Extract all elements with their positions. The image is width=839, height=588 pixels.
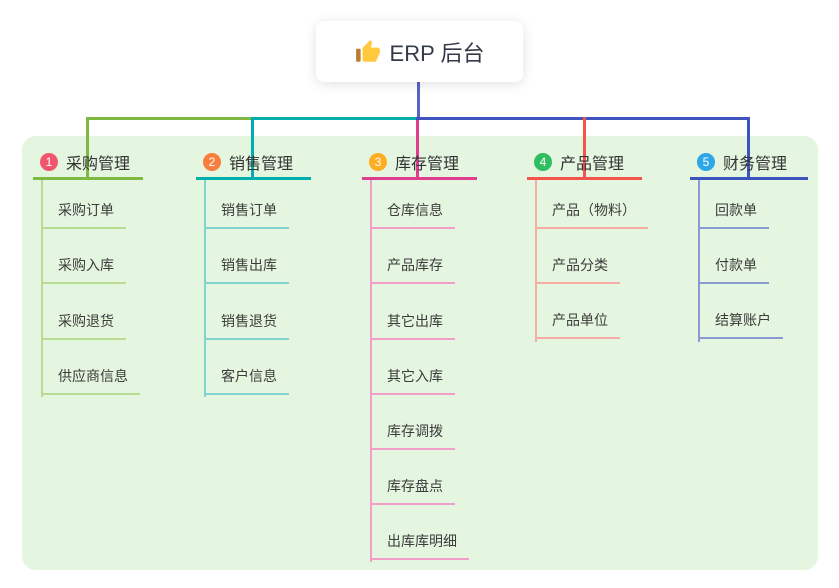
child-node[interactable]: 销售出库 xyxy=(204,256,289,284)
branch-badge: 5 xyxy=(697,153,715,171)
child-node[interactable]: 采购退货 xyxy=(41,312,126,340)
child-node[interactable]: 结算账户 xyxy=(698,311,783,339)
branch-inventory-management: 3 库存管理 仓库信息 产品库存 其它出库 其它入库 库存调拨 库存盘点 出库库… xyxy=(362,148,477,562)
branch-underline xyxy=(690,177,808,180)
child-node[interactable]: 库存调拨 xyxy=(370,422,455,450)
connector-bus-green xyxy=(86,117,253,120)
branch-child-connector xyxy=(370,180,372,562)
child-node[interactable]: 出库库明细 xyxy=(370,532,469,560)
branch-badge: 2 xyxy=(203,153,221,171)
branch-badge: 4 xyxy=(534,153,552,171)
connector-bus-blue xyxy=(416,117,749,120)
child-node[interactable]: 其它出库 xyxy=(370,312,455,340)
child-node[interactable]: 产品单位 xyxy=(535,311,620,339)
connector-drop-blue xyxy=(747,117,750,180)
connector-root-drop xyxy=(417,82,420,117)
branches-panel-background xyxy=(22,136,818,570)
branch-purchase-management: 1 采购管理 采购订单 采购入库 采购退货 供应商信息 xyxy=(33,148,143,397)
child-node[interactable]: 采购订单 xyxy=(41,201,126,229)
child-node[interactable]: 客户信息 xyxy=(204,367,289,395)
branch-badge: 1 xyxy=(40,153,58,171)
child-node[interactable]: 供应商信息 xyxy=(41,367,140,395)
child-node[interactable]: 产品（物料） xyxy=(535,201,648,229)
connector-bus-teal xyxy=(251,117,417,120)
branch-child-connector xyxy=(698,180,700,342)
child-node[interactable]: 回款单 xyxy=(698,201,769,229)
branch-underline xyxy=(362,177,477,180)
branch-title-sales[interactable]: 2 销售管理 xyxy=(196,150,311,174)
connector-drop-red xyxy=(583,117,586,180)
connector-drop-teal xyxy=(251,117,254,180)
child-node[interactable]: 产品库存 xyxy=(370,256,455,284)
branch-title-label: 库存管理 xyxy=(395,156,460,173)
root-node[interactable]: ERP 后台 xyxy=(316,21,523,82)
branch-badge: 3 xyxy=(369,153,387,171)
root-node-label: ERP 后台 xyxy=(389,40,485,66)
branch-underline xyxy=(33,177,143,180)
child-node[interactable]: 仓库信息 xyxy=(370,201,455,229)
branch-underline xyxy=(527,177,642,180)
branch-title-finance[interactable]: 5 财务管理 xyxy=(690,150,808,174)
branch-child-connector xyxy=(535,180,537,342)
branch-child-connector xyxy=(204,180,206,397)
child-node[interactable]: 其它入库 xyxy=(370,367,455,395)
child-node[interactable]: 采购入库 xyxy=(41,256,126,284)
branch-title-label: 产品管理 xyxy=(560,156,625,173)
child-node[interactable]: 库存盘点 xyxy=(370,477,455,505)
child-node[interactable]: 产品分类 xyxy=(535,256,620,284)
child-node[interactable]: 销售订单 xyxy=(204,201,289,229)
thumbs-up-icon xyxy=(355,39,381,65)
branch-child-connector xyxy=(41,180,43,397)
branch-finance-management: 5 财务管理 回款单 付款单 结算账户 xyxy=(690,148,808,342)
branch-underline xyxy=(196,177,311,180)
branch-title-label: 采购管理 xyxy=(66,156,131,173)
child-node[interactable]: 付款单 xyxy=(698,256,769,284)
branch-title-inventory[interactable]: 3 库存管理 xyxy=(362,150,477,174)
branch-title-label: 财务管理 xyxy=(723,156,788,173)
connector-drop-green xyxy=(86,117,89,180)
child-node[interactable]: 销售退货 xyxy=(204,312,289,340)
connector-drop-magenta xyxy=(416,120,419,180)
branch-title-purchase[interactable]: 1 采购管理 xyxy=(33,150,143,174)
branch-title-label: 销售管理 xyxy=(229,156,294,173)
branch-sales-management: 2 销售管理 销售订单 销售出库 销售退货 客户信息 xyxy=(196,148,311,397)
branch-title-product[interactable]: 4 产品管理 xyxy=(527,150,642,174)
branch-product-management: 4 产品管理 产品（物料） 产品分类 产品单位 xyxy=(527,148,648,342)
